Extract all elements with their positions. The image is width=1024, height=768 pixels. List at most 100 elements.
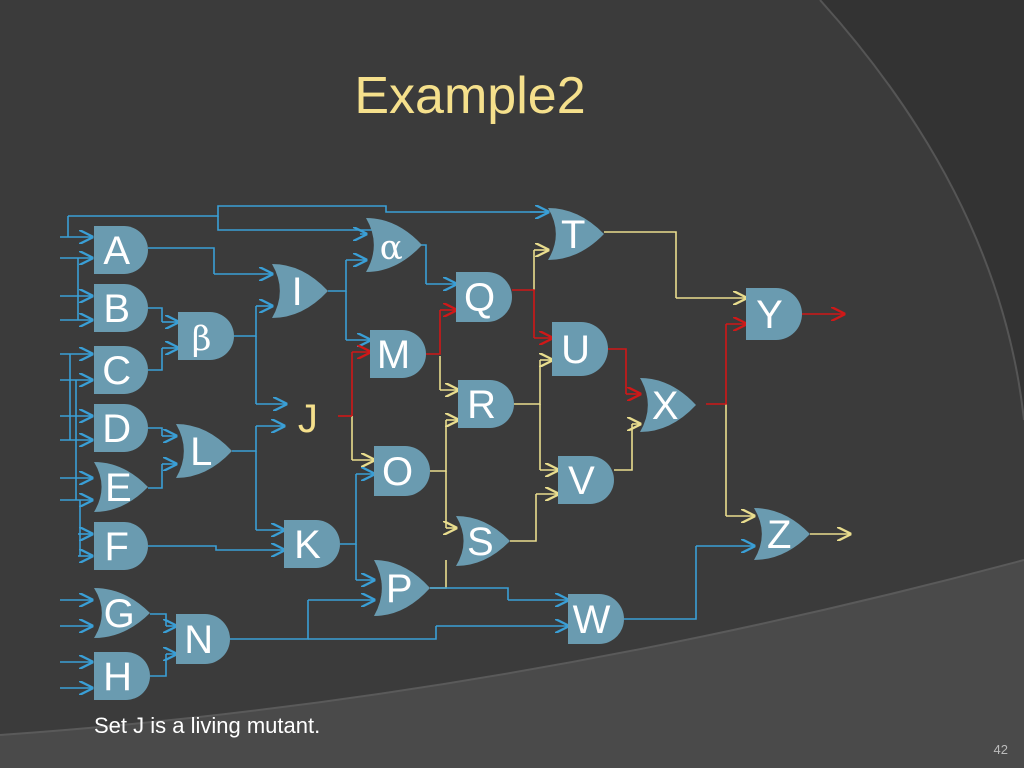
- wire-blue: [148, 427, 163, 436]
- gate-x-label: X: [652, 384, 679, 428]
- gate-l-label: L: [190, 430, 212, 474]
- gate-b-label: B: [103, 287, 130, 331]
- gate-t-shape: [548, 208, 604, 260]
- gate-z-label: Z: [767, 513, 791, 557]
- gate-i-shape: [272, 264, 328, 318]
- gate-w-label: W: [573, 598, 611, 642]
- gate-h-shape: [94, 652, 150, 700]
- wire-red: [426, 310, 441, 355]
- gate-m: M: [370, 330, 426, 378]
- gate-d: D: [94, 404, 148, 452]
- gate-w: W: [568, 594, 624, 644]
- slide-title: Example2: [354, 67, 586, 125]
- wire-blue: [148, 307, 163, 322]
- gate-c-label: C: [102, 349, 131, 393]
- gate-q: Q: [456, 272, 512, 322]
- gate-h: H: [94, 652, 150, 700]
- gate-i-label: I: [292, 270, 303, 314]
- gate-t: T: [548, 208, 604, 260]
- gate-y-label: Y: [756, 293, 783, 337]
- gate-g-shape: [94, 588, 150, 638]
- gate-k-shape: [284, 520, 340, 568]
- gate-k: K: [284, 520, 340, 568]
- wire-blue: [217, 216, 387, 234]
- wire-red: [512, 289, 535, 338]
- gate-c-shape: [94, 346, 148, 394]
- gate-r: R: [458, 380, 514, 428]
- gate-f-shape: [94, 522, 148, 570]
- gate-u: U: [552, 322, 608, 376]
- gate-e-shape: [94, 462, 148, 512]
- wire-blue: [148, 464, 163, 489]
- wire-blue: [148, 546, 284, 550]
- gate-s-label: S: [467, 520, 494, 564]
- wire-blue: [430, 587, 509, 600]
- gate-r-label: R: [467, 383, 496, 427]
- wire-blue: [420, 244, 427, 284]
- gate-c: C: [94, 346, 148, 394]
- wire-blue: [234, 306, 257, 337]
- gate-j-label: J: [298, 397, 318, 441]
- wire-blue: [308, 626, 437, 640]
- gate-alpha: α: [366, 218, 422, 272]
- gate-n-shape: [176, 614, 230, 664]
- wire-blue: [150, 613, 167, 626]
- gate-p: P: [374, 560, 430, 616]
- wire-yellow: [510, 494, 537, 542]
- wire-blue: [624, 546, 697, 620]
- gate-p-label: P: [386, 567, 413, 611]
- gate-e: E: [94, 462, 148, 512]
- wire-yellow: [514, 360, 541, 405]
- gate-e-label: E: [105, 466, 132, 510]
- gate-beta: β: [178, 312, 234, 360]
- wire-yellow: [430, 420, 447, 472]
- wire-blue: [230, 600, 309, 640]
- gate-v-shape: [558, 456, 614, 504]
- gate-beta-label: β: [192, 319, 212, 359]
- gate-u-label: U: [561, 328, 590, 372]
- wire-blue: [328, 260, 347, 292]
- gate-q-shape: [456, 272, 512, 322]
- gate-n: N: [176, 614, 230, 664]
- gate-l: L: [176, 424, 232, 478]
- wire-blue: [148, 348, 163, 371]
- gate-beta-shape: [178, 312, 234, 360]
- wire-blue: [148, 247, 215, 274]
- gate-a-label: A: [103, 229, 130, 273]
- gate-o-shape: [374, 446, 430, 496]
- gate-y-shape: [746, 288, 802, 340]
- gate-n-label: N: [184, 618, 213, 662]
- gate-g-label: G: [104, 592, 135, 636]
- wire-red: [608, 348, 627, 394]
- gate-f-label: F: [104, 525, 128, 569]
- gate-y: Y: [746, 288, 802, 340]
- gate-x-shape: [640, 378, 696, 432]
- gate-a: A: [94, 226, 148, 274]
- gate-x: X: [640, 378, 696, 432]
- gate-s: S: [456, 516, 510, 566]
- gate-g: G: [94, 588, 150, 638]
- wire-blue: [150, 654, 167, 677]
- gate-z-shape: [754, 508, 810, 560]
- gate-f: F: [94, 522, 148, 570]
- gate-v: V: [558, 456, 614, 504]
- gate-v-label: V: [568, 459, 595, 503]
- gate-o: O: [374, 446, 430, 496]
- gate-k-label: K: [294, 523, 321, 567]
- gate-q-label: Q: [464, 276, 495, 320]
- wire-blue: [340, 474, 357, 545]
- gate-alpha-label: α: [380, 228, 403, 268]
- wire-blue: [68, 205, 548, 217]
- gate-alpha-shape: [366, 218, 422, 272]
- gate-s-shape: [456, 516, 510, 566]
- gate-h-label: H: [103, 655, 132, 699]
- gate-p-shape: [374, 560, 430, 616]
- gate-b-shape: [94, 284, 148, 332]
- wire-yellow: [614, 424, 633, 471]
- gate-u-shape: [552, 322, 608, 376]
- wire-red: [706, 324, 727, 405]
- gate-w-shape: [568, 594, 624, 644]
- wire-yellow: [604, 231, 677, 298]
- slide-caption: Set J is a living mutant.: [94, 713, 321, 738]
